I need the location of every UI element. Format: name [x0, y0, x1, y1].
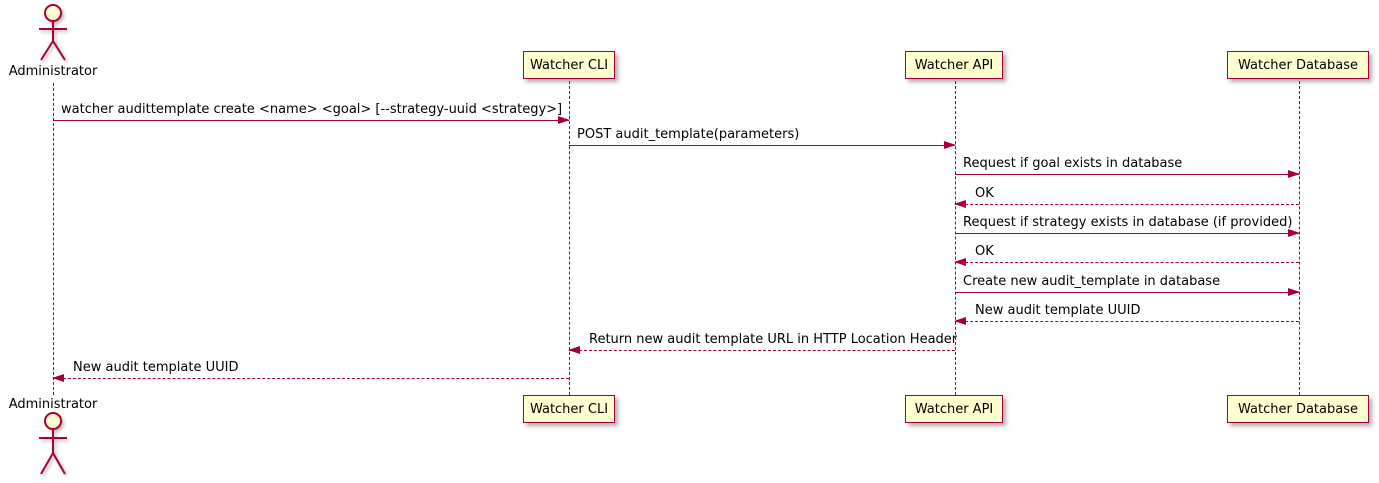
- message-label: Request if strategy exists in database (…: [963, 215, 1293, 230]
- lifeline-watcher-api: [955, 81, 956, 395]
- arrowhead-icon: [954, 257, 966, 266]
- participant-watcher-api-top: Watcher API: [905, 51, 1003, 79]
- participant-watcher-database-bottom: Watcher Database: [1227, 395, 1369, 423]
- actor-icon-top: [39, 4, 67, 61]
- message-label: POST audit_template(parameters): [577, 127, 800, 142]
- participant-label: Watcher Database: [1238, 57, 1358, 73]
- message-line: [955, 292, 1299, 293]
- message-label: OK: [975, 186, 994, 201]
- message-line: [53, 378, 569, 379]
- message-label: OK: [975, 244, 994, 259]
- actor-icon-bottom: [39, 412, 67, 475]
- message-label: Create new audit_template in database: [963, 274, 1221, 289]
- message-label: Request if goal exists in database: [963, 156, 1183, 171]
- participant-watcher-database-top: Watcher Database: [1227, 51, 1369, 79]
- message-line: [955, 321, 1299, 322]
- message-line: [53, 120, 569, 121]
- arrowhead-icon: [1288, 169, 1300, 178]
- arrowhead-icon: [954, 199, 966, 208]
- actor-label-top: Administrator: [8, 64, 98, 79]
- message-line: [569, 145, 955, 146]
- actor-label-bottom: Administrator: [8, 397, 98, 412]
- arrowhead-icon: [944, 140, 956, 149]
- arrowhead-icon: [1288, 287, 1300, 296]
- participant-label: Watcher Database: [1238, 401, 1358, 417]
- participant-watcher-api-bottom: Watcher API: [905, 395, 1003, 423]
- participant-label: Watcher CLI: [529, 57, 609, 73]
- participant-label: Watcher API: [914, 401, 994, 417]
- message-line: [955, 262, 1299, 263]
- message-line: [955, 174, 1299, 175]
- arrowhead-icon: [954, 316, 966, 325]
- arrowhead-icon: [52, 373, 64, 382]
- message-label: New audit template UUID: [73, 360, 239, 375]
- arrowhead-icon: [1288, 228, 1300, 237]
- participant-label: Watcher CLI: [529, 401, 609, 417]
- participant-label: Watcher API: [914, 57, 994, 73]
- message-label: New audit template UUID: [975, 303, 1141, 318]
- message-label: Return new audit template URL in HTTP Lo…: [589, 332, 958, 347]
- participant-watcher-cli-top: Watcher CLI: [523, 51, 615, 79]
- lifeline-administrator: [53, 83, 54, 395]
- lifeline-watcher-database: [1299, 81, 1300, 395]
- arrowhead-icon: [568, 345, 580, 354]
- lifeline-watcher-cli: [569, 81, 570, 395]
- participant-watcher-cli-bottom: Watcher CLI: [523, 395, 615, 423]
- message-line: [955, 204, 1299, 205]
- arrowhead-icon: [558, 115, 570, 124]
- message-line: [955, 233, 1299, 234]
- message-line: [569, 350, 955, 351]
- message-label: watcher audittemplate create <name> <goa…: [61, 102, 563, 117]
